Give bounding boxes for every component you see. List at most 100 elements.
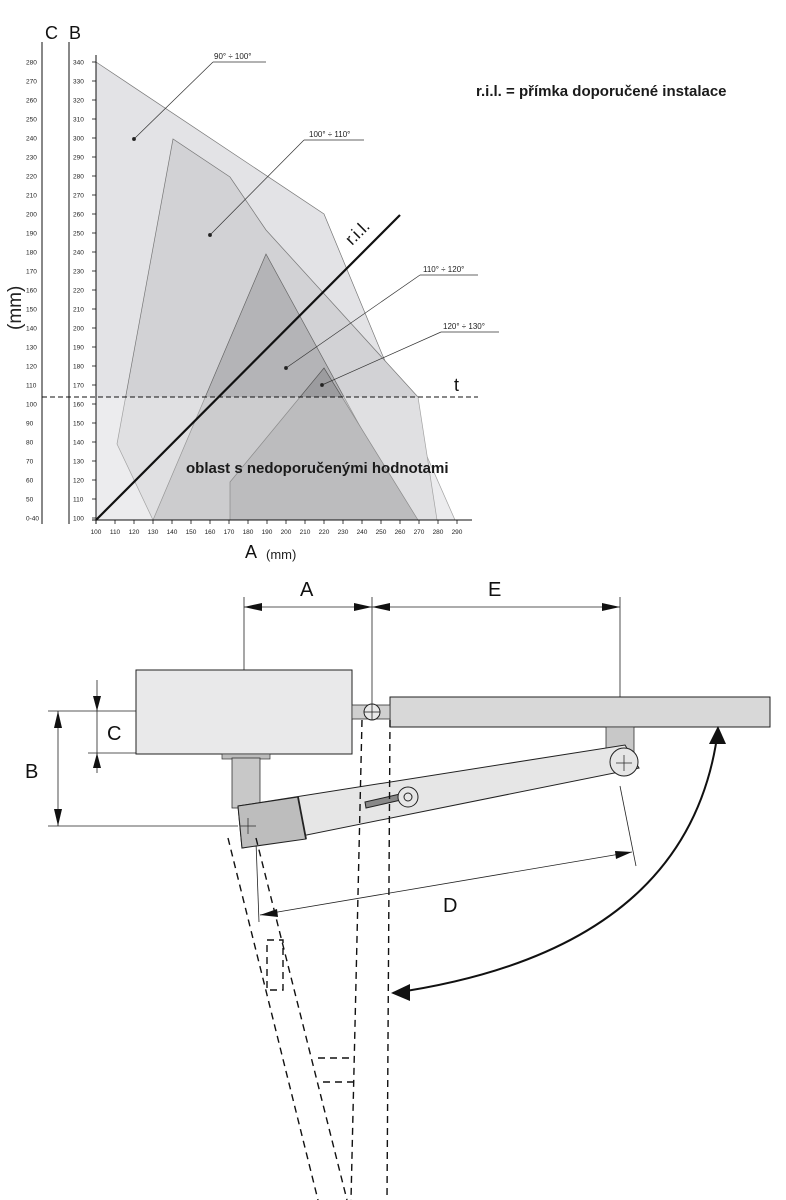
a-tick-label: 100 xyxy=(91,529,102,536)
b-tick-label: 330 xyxy=(73,78,84,85)
b-tick-label: 310 xyxy=(73,116,84,123)
c-tick-label: 60 xyxy=(26,477,34,484)
dim-b-label: B xyxy=(25,761,38,783)
t-label: t xyxy=(454,375,459,395)
a-tick-label: 240 xyxy=(357,529,368,536)
b-tick-label: 250 xyxy=(73,230,84,237)
release-key-icon xyxy=(364,786,419,809)
swing-arrow-bottom xyxy=(391,984,410,1001)
pivot-cross-icons xyxy=(240,755,632,834)
b-tick-label: 130 xyxy=(73,458,84,465)
x-axis-letter: A xyxy=(245,542,257,562)
b-tick-label: 170 xyxy=(73,382,84,389)
c-tick-label: 120 xyxy=(26,363,37,370)
b-tick-label: 190 xyxy=(73,344,84,351)
b-tick-label: 240 xyxy=(73,249,84,256)
b-tick-label: 270 xyxy=(73,192,84,199)
swing-arrow-top xyxy=(709,726,726,744)
c-tick-label: 90 xyxy=(26,420,34,427)
c-tick-label: 200 xyxy=(26,211,37,218)
c-tick-label: 210 xyxy=(26,192,37,199)
a-tick-label: 190 xyxy=(262,529,273,536)
gate-leaf xyxy=(389,696,771,728)
range-label-4: 120° ÷ 130° xyxy=(443,322,485,331)
a-tick-label: 280 xyxy=(433,529,444,536)
c-tick-label: 50 xyxy=(26,496,34,503)
range-leaders xyxy=(132,61,499,387)
b-tick-label: 220 xyxy=(73,287,84,294)
a-tick-labels: 100 110 120 130 140 150 160 170 180 190 200 210 220 2… xyxy=(91,520,463,536)
chart-zones xyxy=(95,61,476,521)
a-tick-label: 160 xyxy=(205,529,216,536)
dim-c-label: C xyxy=(107,723,121,745)
open-position-outlines xyxy=(227,719,391,1200)
b-tick-label: 320 xyxy=(73,97,84,104)
chart-axes xyxy=(41,42,472,524)
c-tick-label: 220 xyxy=(26,173,37,180)
c-tick-label: 280 xyxy=(26,59,37,66)
c-tick-label: 240 xyxy=(26,135,37,142)
legend-note: r.i.l. = přímka doporučené instalace xyxy=(476,83,727,100)
range-label-2: 100° ÷ 110° xyxy=(309,130,350,139)
a-tick-label: 120 xyxy=(129,529,140,536)
c-tick-label: 100 xyxy=(26,401,37,408)
c-tick-label: 230 xyxy=(26,154,37,161)
a-tick-label: 170 xyxy=(224,529,235,536)
b-tick-label: 290 xyxy=(73,154,84,161)
b-tick-label: 100 xyxy=(73,515,84,522)
b-tick-label: 340 xyxy=(73,59,84,66)
gate-opener xyxy=(237,744,640,849)
range-label-3: 110° ÷ 120° xyxy=(423,265,464,274)
c-tick-labels: 2802702602502402302202102001901801701601… xyxy=(26,59,39,522)
a-tick-label: 140 xyxy=(167,529,178,536)
dim-d-label: D xyxy=(443,895,457,917)
c-tick-label: 180 xyxy=(26,249,37,256)
a-tick-label: 210 xyxy=(300,529,311,536)
b-tick-label: 150 xyxy=(73,420,84,427)
b-tick-label: 260 xyxy=(73,211,84,218)
a-tick-label: 200 xyxy=(281,529,292,536)
b-tick-label: 280 xyxy=(73,173,84,180)
b-tick-label: 230 xyxy=(73,268,84,275)
b-tick-label: 110 xyxy=(73,496,84,503)
swing-arc xyxy=(392,729,719,994)
a-tick-label: 180 xyxy=(243,529,254,536)
dimension-arrows xyxy=(54,603,632,917)
x-axis-unit: (mm) xyxy=(266,547,296,562)
not-recommended-area xyxy=(96,397,476,520)
not-recommended-label: oblast s nedoporučenými hodnotami xyxy=(186,460,449,477)
a-tick-label: 110 xyxy=(110,529,121,536)
c-tick-label: 150 xyxy=(26,306,37,313)
ril-line xyxy=(95,214,401,521)
c-tick-label: 140 xyxy=(26,325,37,332)
a-tick-label: 260 xyxy=(395,529,406,536)
b-tick-label: 200 xyxy=(73,325,84,332)
b-tick-label: 160 xyxy=(73,401,84,408)
c-tick-label: 70 xyxy=(26,458,34,465)
b-tick-labels: 340 330 320 310 300 290 280 270 260 250 240 230 220 2… xyxy=(73,59,96,522)
a-tick-label: 130 xyxy=(148,529,159,536)
range-label-1: 90° ÷ 100° xyxy=(214,52,251,61)
c-tick-label: 80 xyxy=(26,439,34,446)
b-tick-label: 300 xyxy=(73,135,84,142)
c-tick-label: 130 xyxy=(26,344,37,351)
a-tick-label: 230 xyxy=(338,529,349,536)
c-tick-label: 170 xyxy=(26,268,37,275)
b-tick-label: 140 xyxy=(73,439,84,446)
a-tick-label: 270 xyxy=(414,529,425,536)
a-tick-label: 290 xyxy=(452,529,463,536)
c-tick-label: 190 xyxy=(26,230,37,237)
a-tick-label: 250 xyxy=(376,529,387,536)
c-tick-label: 270 xyxy=(26,78,37,85)
b-tick-label: 210 xyxy=(73,306,84,313)
b-tick-label: 180 xyxy=(73,363,84,370)
dim-a-label: A xyxy=(300,579,314,601)
a-tick-label: 220 xyxy=(319,529,330,536)
ril-label: r.i.l. xyxy=(341,217,373,249)
b-tick-label: 120 xyxy=(73,477,84,484)
a-tick-label: 150 xyxy=(186,529,197,536)
c-tick-label: 250 xyxy=(26,116,37,123)
pillar xyxy=(135,669,353,755)
c-tick-label: 0-40 xyxy=(26,515,39,522)
